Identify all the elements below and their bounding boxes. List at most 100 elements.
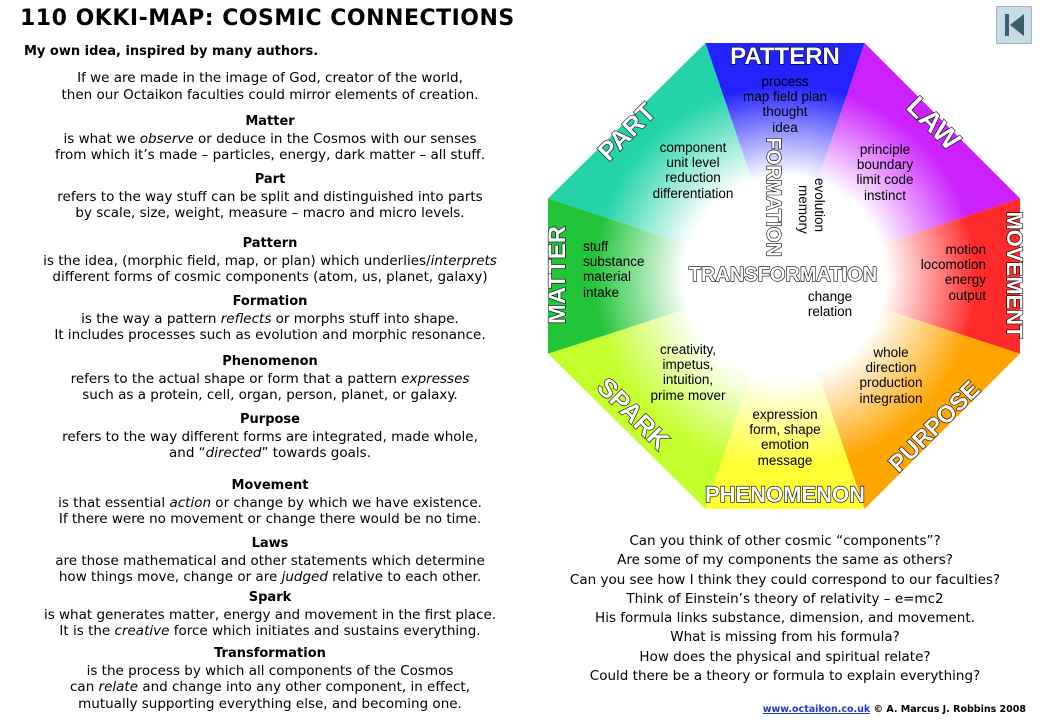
- emphasis: observe: [139, 130, 194, 147]
- word: stuff: [583, 239, 609, 254]
- word: unit level: [666, 155, 719, 170]
- word: principle: [860, 142, 910, 157]
- word: limit code: [856, 172, 913, 187]
- words-movement: motion locomotion energy output: [921, 242, 987, 303]
- text: It is the: [59, 623, 115, 639]
- word: differentiation: [653, 186, 734, 201]
- word: creativity,: [660, 342, 716, 357]
- word: memory: [796, 185, 811, 234]
- word: integration: [859, 391, 922, 406]
- words-pattern: process map field plan thought idea: [743, 74, 827, 135]
- word: direction: [865, 360, 916, 375]
- page-title: 110 OKKI-MAP: COSMIC CONNECTIONS: [20, 6, 515, 31]
- word: production: [859, 375, 922, 390]
- text: is what we: [63, 130, 140, 147]
- emphasis: creative: [114, 623, 170, 639]
- question: His formula links substance, dimension, …: [595, 610, 975, 627]
- copyright: © A. Marcus J. Robbins 2008: [870, 704, 1026, 715]
- def-line: refers to the way different forms are in…: [62, 428, 478, 445]
- term: Spark: [248, 590, 292, 605]
- word: thought: [762, 104, 807, 119]
- definition-transformation: Transformation is the process by which a…: [10, 646, 530, 712]
- intro-line: then our Octaikon faculties could mirror…: [61, 87, 479, 103]
- word: evolution: [812, 178, 827, 232]
- word: process: [761, 74, 809, 89]
- word: instinct: [864, 188, 906, 203]
- term: Part: [254, 172, 286, 187]
- intro-text: If we are made in the image of God, crea…: [10, 70, 530, 104]
- def-line: If there were no movement or change ther…: [58, 511, 482, 527]
- definition-part: Part refers to the way stuff can be spli…: [10, 172, 530, 222]
- def-line: is the idea, (morphic field, map, or pla…: [10, 253, 530, 270]
- text: or deduce in the Cosmos with our senses: [193, 130, 477, 147]
- word: message: [758, 453, 813, 468]
- word: boundary: [857, 157, 914, 172]
- label-pattern: PATTERN: [730, 43, 840, 70]
- words-matter: stuff substance material intake: [583, 239, 645, 300]
- word: reduction: [665, 170, 721, 185]
- text: can: [70, 679, 99, 695]
- words-purpose: whole direction production integration: [859, 345, 922, 406]
- question: Can you see how I think they could corre…: [569, 571, 1001, 588]
- back-button[interactable]: [996, 6, 1032, 44]
- definition-purpose: Purpose refers to the way different form…: [10, 412, 530, 462]
- octagon-center-fade: [547, 42, 1021, 510]
- def-line: can relate and change into any other com…: [10, 679, 530, 696]
- word: map field plan: [743, 89, 827, 104]
- word: relation: [808, 304, 852, 319]
- subtitle: My own idea, inspired by many authors.: [24, 44, 319, 59]
- term: Transformation: [214, 646, 326, 661]
- skip-back-icon: [1005, 14, 1024, 36]
- question: Think of Einstein’s theory of relativity…: [626, 590, 944, 607]
- term: Purpose: [240, 412, 300, 427]
- word: emotion: [761, 437, 809, 452]
- definition-formation: Formation is the way a pattern reflects …: [10, 294, 530, 344]
- word: expression: [752, 407, 817, 422]
- word: energy: [945, 272, 987, 287]
- word: change: [808, 289, 852, 304]
- term: Phenomenon: [222, 354, 318, 369]
- def-line: different forms of cosmic components (at…: [52, 269, 488, 285]
- question: Are some of my components the same as ot…: [617, 552, 953, 569]
- def-line: It includes processes such as evolution …: [54, 327, 486, 343]
- label-formation: FORMATION: [762, 137, 784, 257]
- definition-laws: Laws are those mathematical and other st…: [10, 536, 530, 586]
- footer: www.octaikon.co.uk © A. Marcus J. Robbin…: [763, 704, 1026, 715]
- def-line: by scale, size, weight, measure – macro …: [75, 205, 465, 221]
- def-line: such as a protein, cell, organ, person, …: [82, 387, 458, 403]
- def-line: refers to the actual shape or form that …: [10, 371, 530, 388]
- def-line: is what generates matter, energy and mov…: [43, 606, 497, 623]
- words-phenomenon: expression form, shape emotion message: [749, 407, 820, 468]
- text: how things move, change or are: [58, 569, 282, 585]
- emphasis: interprets: [430, 252, 497, 269]
- word: motion: [945, 242, 986, 257]
- label-transformation: TRANSFORMATION: [689, 264, 878, 286]
- word: intuition,: [663, 372, 713, 387]
- term: Movement: [231, 478, 309, 493]
- intro-line: If we are made in the image of God, crea…: [77, 70, 463, 86]
- term: Pattern: [242, 236, 298, 251]
- def-line: how things move, change or are judged re…: [10, 569, 530, 586]
- question: How does the physical and spiritual rela…: [639, 648, 931, 665]
- def-line: from which it’s made – particles, energy…: [54, 147, 485, 163]
- text: refers to the actual shape or form that …: [70, 370, 402, 387]
- text: force which initiates and sustains every…: [169, 623, 481, 639]
- text: relative to each other.: [327, 569, 482, 585]
- question: Could there be a theory or formula to ex…: [589, 668, 981, 685]
- website-link[interactable]: www.octaikon.co.uk: [762, 704, 871, 715]
- word: material: [583, 269, 631, 284]
- emphasis: expresses: [401, 370, 470, 387]
- word: whole: [872, 345, 908, 360]
- definition-phenomenon: Phenomenon refers to the actual shape or…: [10, 354, 530, 404]
- words-part: component unit level reduction different…: [653, 140, 734, 201]
- def-line: is what we observe or deduce in the Cosm…: [10, 131, 530, 148]
- word: intake: [583, 285, 619, 300]
- emphasis: judged: [281, 569, 328, 585]
- def-line: and “directed” towards goals.: [10, 445, 530, 462]
- emphasis: reflects: [220, 310, 272, 327]
- text: and “: [168, 445, 206, 461]
- text: is that essential: [58, 494, 170, 511]
- term: Formation: [232, 294, 308, 309]
- label-movement: MOVEMENT: [1002, 211, 1025, 339]
- label-matter: MATTER: [545, 226, 571, 324]
